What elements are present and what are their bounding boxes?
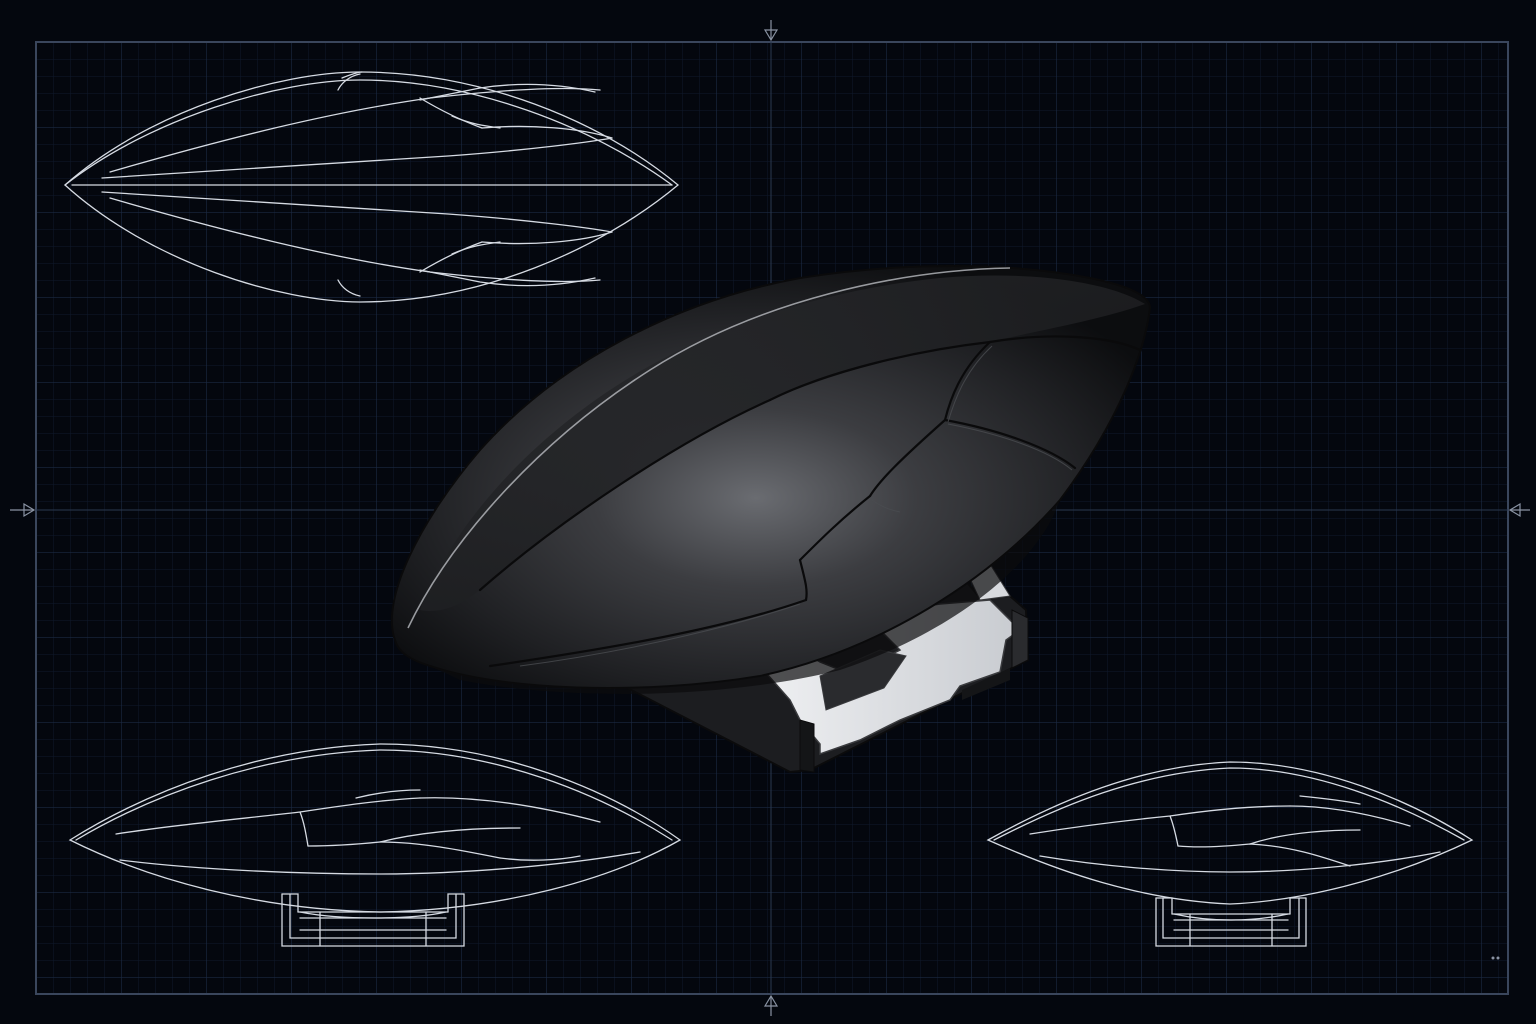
side-view [986,761,1474,947]
bottom-center-arrow [763,994,779,1016]
isometric-render [390,265,1152,774]
shell-top-panel [420,275,1145,612]
top-center-arrow [763,20,779,42]
left-center-arrow [10,502,36,518]
corner-mark [1491,956,1500,960]
shell-body [390,265,1152,690]
front-view [68,743,682,947]
top-view [64,71,680,303]
right-center-arrow [1508,502,1530,518]
drawing-frame [35,41,1509,995]
